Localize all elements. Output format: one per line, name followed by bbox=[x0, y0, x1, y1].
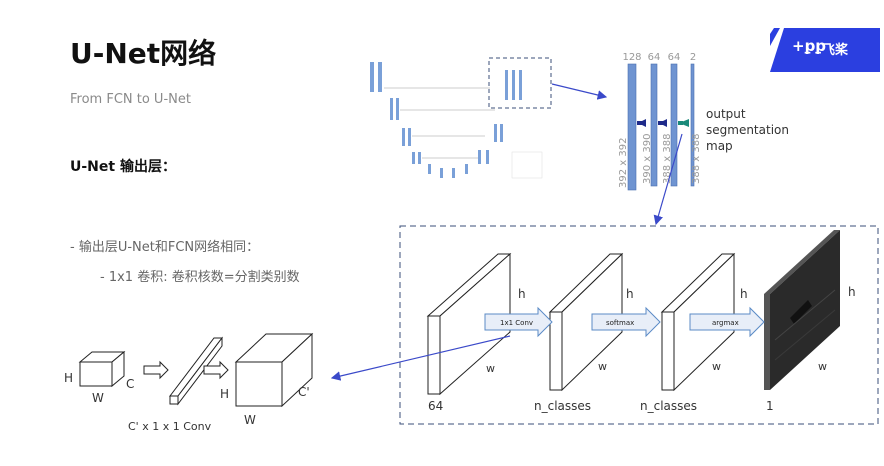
channel-count-label: n_classes bbox=[534, 399, 591, 413]
h-label: h bbox=[848, 285, 856, 299]
w-label: w bbox=[486, 362, 495, 375]
conv-w-label: W bbox=[92, 391, 104, 405]
op-label: argmax bbox=[712, 319, 739, 327]
w-label: w bbox=[598, 360, 607, 373]
size-label: 388 x 388 bbox=[691, 134, 702, 184]
size-label: 388 x 388 bbox=[662, 134, 673, 184]
slide-subtitle: From FCN to U-Net bbox=[70, 92, 191, 107]
channel-label: 2 bbox=[690, 52, 696, 63]
channel-count-label: 1 bbox=[766, 399, 774, 413]
op-label: softmax bbox=[606, 319, 634, 327]
feature-map-64 bbox=[426, 252, 512, 396]
logo-text: 飞桨 bbox=[822, 43, 849, 58]
logo-mark: +ꝑꝑ bbox=[792, 37, 827, 55]
conv-caption: C' x 1 x 1 Conv bbox=[128, 420, 212, 433]
link-arrow bbox=[330, 335, 511, 381]
zoom-arrow-1 bbox=[551, 83, 608, 100]
conv-c-label: C bbox=[126, 377, 134, 391]
size-label: 392 x 392 bbox=[618, 138, 629, 188]
output-caption-line: map bbox=[706, 139, 733, 153]
conv-h-label: H bbox=[64, 371, 73, 385]
h-label: h bbox=[518, 287, 526, 301]
conv-c2-label: C' bbox=[298, 385, 310, 399]
h-label: h bbox=[626, 287, 634, 301]
channel-count-label: n_classes bbox=[640, 399, 697, 413]
channel-label: 64 bbox=[668, 52, 681, 63]
output-caption-line: output bbox=[706, 107, 746, 121]
conv-1x1-illustration bbox=[78, 332, 314, 408]
pipeline-frame bbox=[399, 225, 879, 425]
unet-architecture-thumbnail bbox=[370, 57, 552, 179]
output-caption-line: segmentation bbox=[706, 123, 789, 137]
argmax-arrow: argmax bbox=[689, 306, 765, 338]
size-label: 390 x 390 bbox=[642, 134, 653, 184]
output-segmentation-zoom: 128 64 64 2 392 x 392 390 x 390 388 x 38… bbox=[618, 52, 789, 191]
conv-h2-label: H bbox=[220, 387, 229, 401]
conv-arrow: 1x1 Conv bbox=[484, 306, 553, 338]
segmentation-output-image bbox=[764, 230, 840, 390]
bullet-item-1: - 输出层U-Net和FCN网络相同： bbox=[70, 240, 260, 255]
conv-w2-label: W bbox=[244, 413, 256, 427]
w-label: w bbox=[818, 360, 827, 373]
channel-label: 64 bbox=[648, 52, 661, 63]
h-label: h bbox=[740, 287, 748, 301]
op-label: 1x1 Conv bbox=[500, 319, 533, 327]
paddle-logo bbox=[770, 28, 880, 72]
section-heading: U-Net 输出层： bbox=[70, 159, 176, 175]
slide-title: U-Net网络 bbox=[70, 37, 217, 70]
channel-count-label: 64 bbox=[428, 399, 443, 413]
channel-label: 128 bbox=[622, 52, 641, 63]
zoom-arrow-2 bbox=[653, 133, 683, 226]
w-label: w bbox=[712, 360, 721, 373]
softmax-arrow: softmax bbox=[591, 306, 661, 338]
bullet-item-2: - 1x1 卷积: 卷积核数=分割类别数 bbox=[100, 270, 300, 285]
